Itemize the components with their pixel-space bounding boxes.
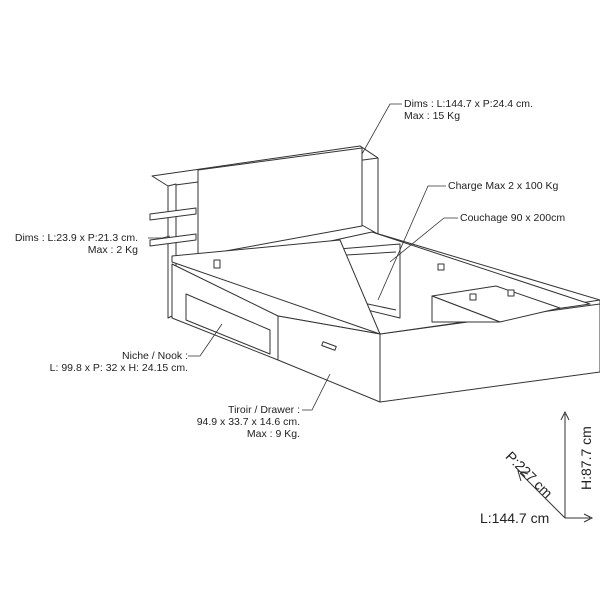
niche-label: Niche / Nook : L: 99.8 x P: 32 x H: 24.1… bbox=[50, 350, 188, 374]
niche-label-line1: Niche / Nook : bbox=[122, 350, 188, 362]
shelf-1 bbox=[149, 207, 197, 221]
length-dimension: L:144.7 cm bbox=[480, 510, 550, 526]
drawer-front bbox=[277, 315, 381, 403]
drawer-handle bbox=[321, 341, 337, 351]
drawer-label-line3: Max : 9 Kg. bbox=[246, 428, 300, 440]
drawer-label-line2: 94.9 x 33.7 x 14.6 cm. bbox=[196, 416, 300, 428]
headboard-dims-label: Dims : L:144.7 x P:24.4 cm. Max : 15 Kg bbox=[404, 98, 533, 122]
shelf-dims-line1: Dims : L:23.9 x P:21.3 cm. bbox=[14, 232, 138, 244]
headboard-dims-line1: Dims : L:144.7 x P:24.4 cm. bbox=[404, 98, 533, 110]
niche-label-line2: L: 99.8 x P: 32 x H: 24.15 cm. bbox=[49, 362, 188, 374]
niche-inner bbox=[185, 293, 271, 355]
headboard-panel bbox=[197, 147, 363, 257]
drawer-label: Tiroir / Drawer : 94.9 x 33.7 x 14.6 cm.… bbox=[197, 404, 300, 440]
headboard-dims-line2: Max : 15 Kg bbox=[404, 110, 461, 122]
shelf-2 bbox=[149, 233, 197, 247]
shelf-dims-line2: Max : 2 Kg bbox=[87, 244, 138, 256]
drawer-label-line1: Tiroir / Drawer : bbox=[228, 404, 300, 416]
height-dimension: H:87.7 cm bbox=[578, 426, 594, 490]
shelf-dims-label: Dims : L:23.9 x P:21.3 cm. Max : 2 Kg bbox=[15, 232, 138, 256]
charge-max-label: Charge Max 2 x 100 Kg bbox=[448, 180, 559, 192]
couchage-label: Couchage 90 x 200cm bbox=[460, 212, 566, 224]
